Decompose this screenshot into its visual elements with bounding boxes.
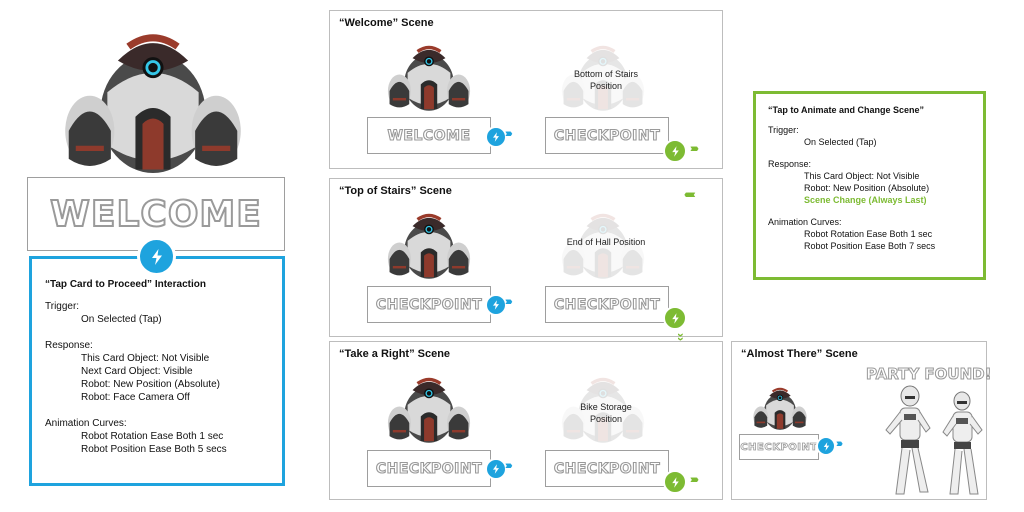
robot-image <box>386 40 472 114</box>
checkpoint-card: CHECKPOINT <box>545 117 669 154</box>
scene-change-title: “Tap to Animate and Change Scene” <box>768 105 925 115</box>
response-item: Robot: New Position (Absolute) <box>81 379 220 390</box>
party-found-text: PARTY FOUND! <box>865 365 992 384</box>
response-item: This Card Object: Not Visible <box>804 171 920 181</box>
response-label: Response: <box>45 340 93 351</box>
scene-change-interaction-box <box>753 91 986 280</box>
target-position-label: Bike Storage Position <box>580 402 632 424</box>
trigger-label: Trigger: <box>768 125 799 135</box>
scene-title: “Almost There” Scene <box>741 348 858 360</box>
flow-arrow: ››››››››› <box>690 474 699 486</box>
scene-title: “Top of Stairs” Scene <box>339 185 452 197</box>
robot-image <box>386 372 472 446</box>
checkpoint-card: CHECKPOINT <box>545 286 669 323</box>
response-item-highlight: Scene Change (Always Last) <box>804 195 927 205</box>
robot-image-large <box>58 22 248 180</box>
target-position-label: Bottom of Stairs Position <box>573 69 639 91</box>
response-item: Next Card Object: Visible <box>81 366 193 377</box>
tap-bolt-icon <box>663 470 687 494</box>
scene-change-text: “Tap to Animate and Change Scene” Trigge… <box>768 104 983 252</box>
robot-image <box>386 208 472 282</box>
tap-bolt-icon <box>663 139 687 163</box>
tap-bolt-icon <box>485 458 507 480</box>
checkpoint-card: CHECKPOINT <box>367 286 491 323</box>
stormtrooper-image <box>885 385 931 495</box>
flow-arrow-back: ‹‹‹‹‹‹‹‹‹‹‹‹‹ <box>684 189 696 201</box>
trigger-label: Trigger: <box>45 301 80 312</box>
interaction-text: “Tap Card to Proceed” Interaction Trigge… <box>45 278 281 456</box>
welcome-card: WELCOME <box>367 117 491 154</box>
flow-arrow: ›››››› <box>836 438 843 450</box>
response-item: Robot: New Position (Absolute) <box>804 183 930 193</box>
target-position-label: End of Hall Position <box>566 237 646 247</box>
response-label: Response: <box>768 159 812 169</box>
scene-title: “Welcome” Scene <box>339 17 434 29</box>
flow-arrow: ››››››› <box>505 128 512 140</box>
flow-arrow: ››››››››› <box>690 143 699 155</box>
trigger-value: On Selected (Tap) <box>804 137 877 147</box>
tap-bolt-icon <box>485 294 507 316</box>
tap-bolt-icon <box>816 436 836 456</box>
robot-image <box>752 384 808 432</box>
flow-arrow: ››››››› <box>505 296 512 308</box>
scene-title: “Take a Right” Scene <box>339 348 451 360</box>
curve-item: Robot Position Ease Both 5 secs <box>81 444 227 455</box>
curves-label: Animation Curves: <box>45 418 127 429</box>
stormtrooper-image <box>942 391 983 495</box>
interaction-title: “Tap Card to Proceed” Interaction <box>45 279 206 290</box>
tap-bolt-icon <box>663 306 687 330</box>
trigger-value: On Selected (Tap) <box>81 314 162 325</box>
curve-item: Robot Rotation Ease Both 1 sec <box>81 431 224 442</box>
tap-bolt-icon <box>485 126 507 148</box>
curve-item: Robot Rotation Ease Both 1 sec <box>804 229 933 239</box>
checkpoint-card: CHECKPOINT <box>367 450 491 487</box>
flow-arrow: ››››››› <box>505 460 512 472</box>
interaction-bolt-icon <box>137 237 176 276</box>
response-item: This Card Object: Not Visible <box>81 353 210 364</box>
checkpoint-card: CHECKPOINT <box>545 450 669 487</box>
checkpoint-card: CHECKPOINT <box>739 434 819 460</box>
curve-item: Robot Position Ease Both 7 secs <box>804 241 936 251</box>
response-item: Robot: Face Camera Off <box>81 392 190 403</box>
curves-label: Animation Curves: <box>768 217 842 227</box>
